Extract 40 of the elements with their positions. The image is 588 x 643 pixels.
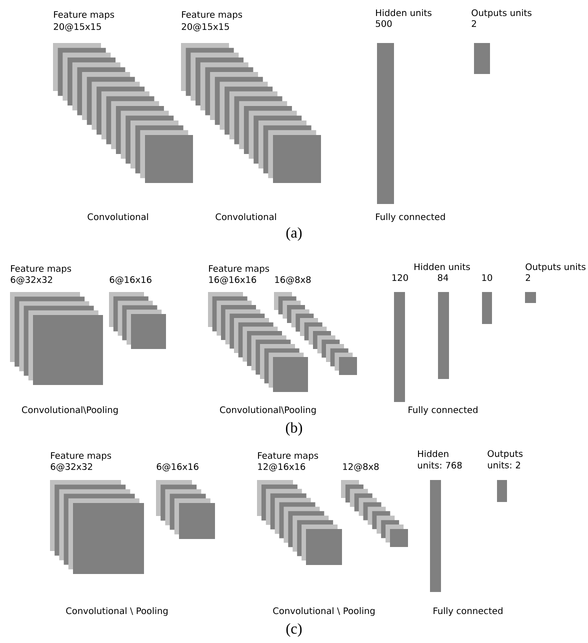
layer-label: Feature maps [258, 452, 318, 461]
layer-label: Outputs units [526, 263, 586, 272]
layer-label: Feature maps [11, 265, 72, 274]
layer-label: Convolutional [88, 213, 148, 220]
layer-label: Feature maps [54, 11, 114, 20]
layer-label: 120 [392, 274, 408, 281]
layer-label: 10 [482, 274, 492, 281]
layer-label: 6@32x32 [10, 276, 52, 284]
layer-label: Convolutional\Pooling [220, 406, 316, 415]
layer-label: 20@15x15 [182, 23, 229, 32]
panel-label: (b) [286, 422, 302, 436]
layer-label: 500 [376, 20, 392, 27]
layer-label: 16@8x8 [275, 276, 311, 284]
layer-label: 2 [526, 274, 530, 281]
layer-label: 6@16x16 [156, 463, 198, 472]
layer-label: Convolutional \ Pooling [66, 607, 168, 616]
layer-label: 20@15x15 [54, 23, 101, 32]
layer-label: Feature maps [51, 452, 112, 461]
layer-label: Convolutional [216, 213, 276, 220]
layer-label: Convolutional \ Pooling [273, 607, 375, 616]
layer-label: 6@16x16 [110, 276, 152, 284]
layer-label: Fully connected [434, 607, 502, 616]
layer-label: 12@8x8 [343, 463, 379, 472]
layer-label: 6@32x32 [50, 463, 92, 472]
layer-label: Fully connected [376, 213, 445, 222]
layer-label: Hidden units [414, 263, 470, 270]
layer-label: 2 [472, 20, 476, 27]
layer-label: 16@16x16 [209, 276, 256, 284]
layer-label: Feature maps [182, 11, 242, 20]
layer-label: Convolutional\Pooling [22, 406, 118, 415]
panel-label: (c) [286, 623, 302, 637]
layer-label: Hidden units: 768 [418, 450, 462, 469]
panel-label: (a) [286, 227, 302, 241]
layer-label: Hidden units [376, 9, 432, 16]
layer-label: Outputs units [472, 9, 532, 18]
layer-label: Fully connected [408, 406, 478, 415]
layer-label: Outputs units: 2 [488, 450, 523, 468]
layer-label: Feature maps [209, 265, 270, 274]
layer-label: 12@16x16 [258, 463, 306, 472]
layer-label: 84 [438, 274, 448, 281]
